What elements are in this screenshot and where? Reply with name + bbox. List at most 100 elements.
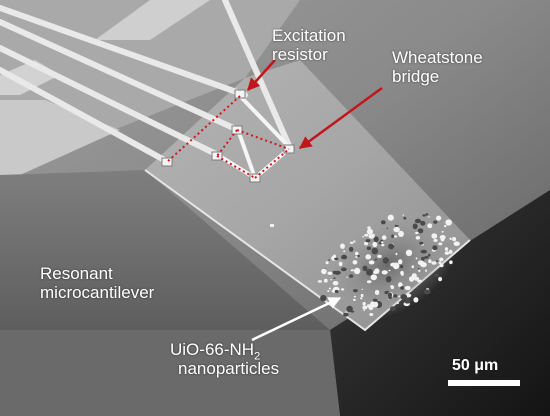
nanoparticle-speck <box>391 234 394 238</box>
nanoparticle-speck <box>436 260 438 263</box>
nanoparticle-speck <box>414 218 422 224</box>
nanoparticle-speck <box>377 254 382 258</box>
nanoparticle-speck <box>341 254 348 260</box>
nanoparticle-speck <box>381 243 385 247</box>
nanoparticle-speck <box>340 243 345 249</box>
nanoparticle-speck <box>432 245 438 251</box>
nanoparticle-speck <box>436 215 442 221</box>
nanoparticle-speck <box>402 214 405 216</box>
nanoparticle-speck <box>346 276 348 278</box>
nanoparticle-speck <box>398 282 403 288</box>
nanoparticle-speck <box>327 271 333 275</box>
label-wheatstone-bridge: Wheatstone bridge <box>392 48 483 86</box>
nanoparticle-speck <box>422 214 426 217</box>
nanoparticle-speck <box>361 288 364 290</box>
nanoparticle-speck <box>427 253 431 257</box>
nanoparticle-speck <box>353 240 356 243</box>
nanoparticle-speck <box>340 267 347 272</box>
nanoparticle-speck <box>431 233 438 239</box>
nanoparticle-speck <box>349 246 354 252</box>
nanoparticle-speck <box>449 260 453 265</box>
nanoparticle-speck <box>417 279 422 283</box>
nanoparticle-speck <box>420 220 426 226</box>
nanoparticle-speck <box>423 289 431 295</box>
label-nanoparticles: UiO-66-NH2 nanoparticles <box>170 340 280 378</box>
scale-bar-label: 50 μm <box>452 357 499 374</box>
nanoparticle-speck <box>411 265 415 269</box>
nanoparticle-speck <box>381 235 387 240</box>
nanoparticle-speck <box>396 225 399 227</box>
nanoparticle-speck <box>373 236 379 243</box>
nanoparticle-speck <box>400 294 408 300</box>
excitation-arrow <box>247 59 276 91</box>
nanoparticle-speck <box>404 285 411 291</box>
nanoparticle-speck <box>350 269 354 272</box>
nanoparticle-speck <box>382 272 384 274</box>
metal-traces <box>0 0 293 165</box>
nanoparticle-speck <box>370 274 377 281</box>
nanoparticle-speck <box>333 277 336 279</box>
nanoparticle-speck <box>321 268 327 275</box>
nanoparticle-speck <box>372 298 378 302</box>
nanoparticle-speck <box>328 259 331 261</box>
nanoparticle-speck <box>433 239 438 242</box>
nanoparticle-speck <box>367 226 371 229</box>
nanoparticle-speck <box>363 309 366 311</box>
nanoparticle-speck <box>388 243 395 250</box>
nanoparticle-speck <box>434 273 440 277</box>
nanoparticle-speck <box>418 269 421 273</box>
nanoparticle-speck <box>443 224 447 228</box>
nanoparticle-arrow <box>251 296 342 342</box>
bridge-arrow <box>298 86 383 150</box>
nanoparticle-speck <box>354 251 359 256</box>
nanoparticle-speck <box>441 230 444 233</box>
nanoparticle-speck <box>333 254 336 259</box>
nanoparticle-speck <box>332 270 337 275</box>
nanoparticle-speck <box>392 262 400 270</box>
nanoparticle-speck <box>320 295 327 302</box>
nanoparticle-speck <box>445 219 452 226</box>
nanoparticle-speck <box>362 236 364 238</box>
nanoparticle-speck <box>374 290 380 295</box>
nanoparticle-speck <box>404 298 411 304</box>
nanoparticle-speck <box>395 252 398 256</box>
nanoparticle-speck <box>334 289 339 294</box>
nanoparticle-speck <box>352 260 358 265</box>
nanoparticle-speck <box>352 298 356 301</box>
nanoparticle-speck <box>366 228 373 235</box>
nanoparticle-speck <box>323 278 328 283</box>
scale-bar-line <box>448 380 520 386</box>
nanoparticle-speck <box>393 294 398 298</box>
nanoparticle-speck <box>383 261 386 264</box>
nanoparticle-speck <box>366 246 372 250</box>
nanoparticle-speck <box>365 254 372 260</box>
nanoparticle-speck <box>428 216 430 218</box>
nanoparticle-speck <box>371 247 379 255</box>
dotted-bridge-traces <box>166 95 290 179</box>
nanoparticle-speck <box>438 261 442 265</box>
nanoparticle-speck <box>439 257 444 262</box>
nanoparticle-speck <box>420 249 427 254</box>
nanoparticle-speck <box>398 259 403 265</box>
nanoparticle-speck <box>419 241 424 245</box>
nanoparticle-speck <box>330 279 332 281</box>
nanoparticle-speck <box>420 262 427 268</box>
nanoparticle-speck <box>338 261 343 267</box>
nanoparticle-speck <box>412 223 418 230</box>
nanoparticle-speck <box>372 233 375 237</box>
nanoparticle-speck <box>346 305 353 313</box>
nanoparticle-speck <box>438 276 443 282</box>
nanoparticle-speck <box>425 269 428 272</box>
nanoparticle-speck <box>317 280 322 283</box>
nanoparticle-speck <box>353 267 361 275</box>
nanoparticle-speck <box>368 303 374 311</box>
nanoparticle-speck <box>357 255 360 257</box>
nanoparticle-speck <box>428 259 432 264</box>
nanoparticle-speck <box>400 286 404 290</box>
nanoparticle-speck <box>403 216 407 220</box>
nanoparticle-speck <box>360 293 364 298</box>
nanoparticle-speck <box>439 235 446 240</box>
nanoparticle-cluster <box>317 209 460 321</box>
nanoparticle-speck <box>349 274 354 278</box>
nanoparticle-speck <box>415 236 421 240</box>
